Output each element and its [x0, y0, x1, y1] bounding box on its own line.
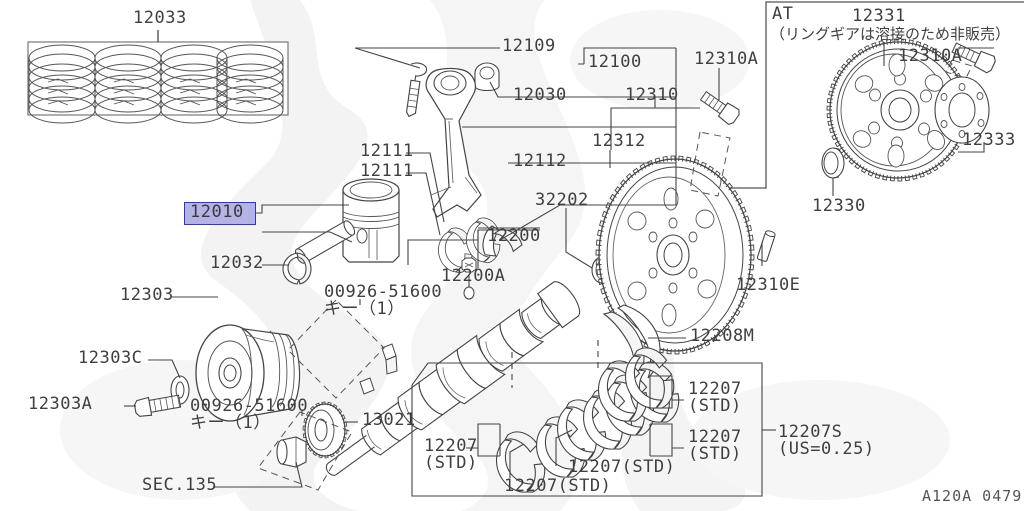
- label-main-bearing-std-2: 12207 (STD): [688, 427, 742, 465]
- label-conrod-bearing-1: 12111: [360, 141, 414, 161]
- sec135-collar-illustration: [276, 436, 307, 468]
- diagram-code: A120A 0479: [922, 487, 1023, 505]
- at-drive-plate-illustration: [934, 76, 990, 144]
- at-inset-frame: [700, 1, 1024, 189]
- connecting-rod-illustration: [405, 62, 523, 278]
- piston-illustration: [342, 178, 400, 263]
- woodruff-key-illustration: [359, 343, 398, 395]
- label-main-bearing-std-4: 12207(STD): [568, 457, 676, 477]
- label-at-flexplate: 12331: [852, 6, 906, 26]
- label-conrod-bolt: 12109: [502, 36, 556, 56]
- leader-lines: [124, 30, 763, 488]
- label-crank-bushing: 32202: [535, 190, 589, 210]
- at-bolt-routing: [945, 59, 973, 79]
- crank-pin-illustration: [461, 257, 477, 300]
- label-crankshaft: 12200: [487, 226, 541, 246]
- label-conrod-bushing: 12030: [513, 85, 567, 105]
- label-piston-pin-clip: 12032: [210, 253, 264, 273]
- label-main-bearing-std-3: 12207 (STD): [424, 436, 478, 474]
- main-bearing-box: [411, 340, 776, 497]
- crank-pulley-illustration: [195, 324, 301, 422]
- piston-ring-set-illustration: [27, 30, 289, 124]
- pulley-bolt-illustration: [133, 394, 182, 417]
- label-piston-highlighted[interactable]: 12010: [184, 202, 256, 225]
- label-at-note: （リングギアは溶接のため非販売）: [770, 25, 1011, 43]
- label-connecting-rod-assy: 12100: [588, 52, 642, 72]
- label-flywheel-bolt: 12310A: [694, 49, 759, 69]
- label-section-ref[interactable]: SEC.135: [142, 475, 218, 495]
- label-pulley-washer: 12303C: [78, 348, 143, 368]
- label-at-drive-plate: 12333: [962, 130, 1016, 150]
- label-at-title: AT: [772, 4, 794, 24]
- crank-sprocket-illustration: [302, 401, 348, 459]
- label-dowel-pin: 12310E: [736, 275, 801, 295]
- label-conrod-bearing-2: 12111: [360, 161, 414, 181]
- label-crank-pulley: 12303: [120, 285, 174, 305]
- at-bolt-illustration: [951, 42, 996, 74]
- label-crank-pin: 12200A: [441, 266, 506, 286]
- label-main-bearing-std-1: 12207 (STD): [688, 379, 742, 417]
- label-woodruff-key-1: 00926-51600 キー（1）: [324, 282, 443, 320]
- label-crank-sprocket: 13021: [362, 410, 416, 430]
- at-leader-lines: [832, 42, 994, 196]
- at-flexplate-illustration: [826, 38, 970, 182]
- crankshaft-illustration: [325, 281, 581, 476]
- label-main-bearing-undersize: 12207S (US=0.25): [778, 422, 875, 460]
- flywheel-illustration: [595, 155, 755, 355]
- label-at-bolt: 12310A: [898, 46, 963, 66]
- label-pulley-bolt: 12303A: [28, 394, 93, 414]
- dowel-pin-illustration: [756, 230, 776, 262]
- flywheel-bolt-routing: [689, 131, 731, 197]
- flywheel-bolt-illustration: [699, 91, 740, 126]
- at-pilot-bushing-illustration: [821, 147, 845, 179]
- label-thrust-washer: 12208M: [690, 326, 755, 346]
- label-piston-ring-set: 12033: [133, 8, 187, 28]
- label-at-pilot-bushing: 12330: [812, 196, 866, 216]
- label-conrod-cap: 12112: [513, 151, 567, 171]
- label-flywheel: 12310: [625, 85, 679, 105]
- snap-ring-illustration: [282, 252, 312, 285]
- label-piston-text: 12010: [190, 202, 244, 222]
- label-flywheel-ring-gear: 12312: [592, 131, 646, 151]
- label-main-bearing-std-5: 12207(STD): [504, 476, 612, 496]
- label-woodruff-key-2: 00926-51600 キー（1）: [190, 396, 309, 434]
- key-routing-dashes: [257, 299, 385, 491]
